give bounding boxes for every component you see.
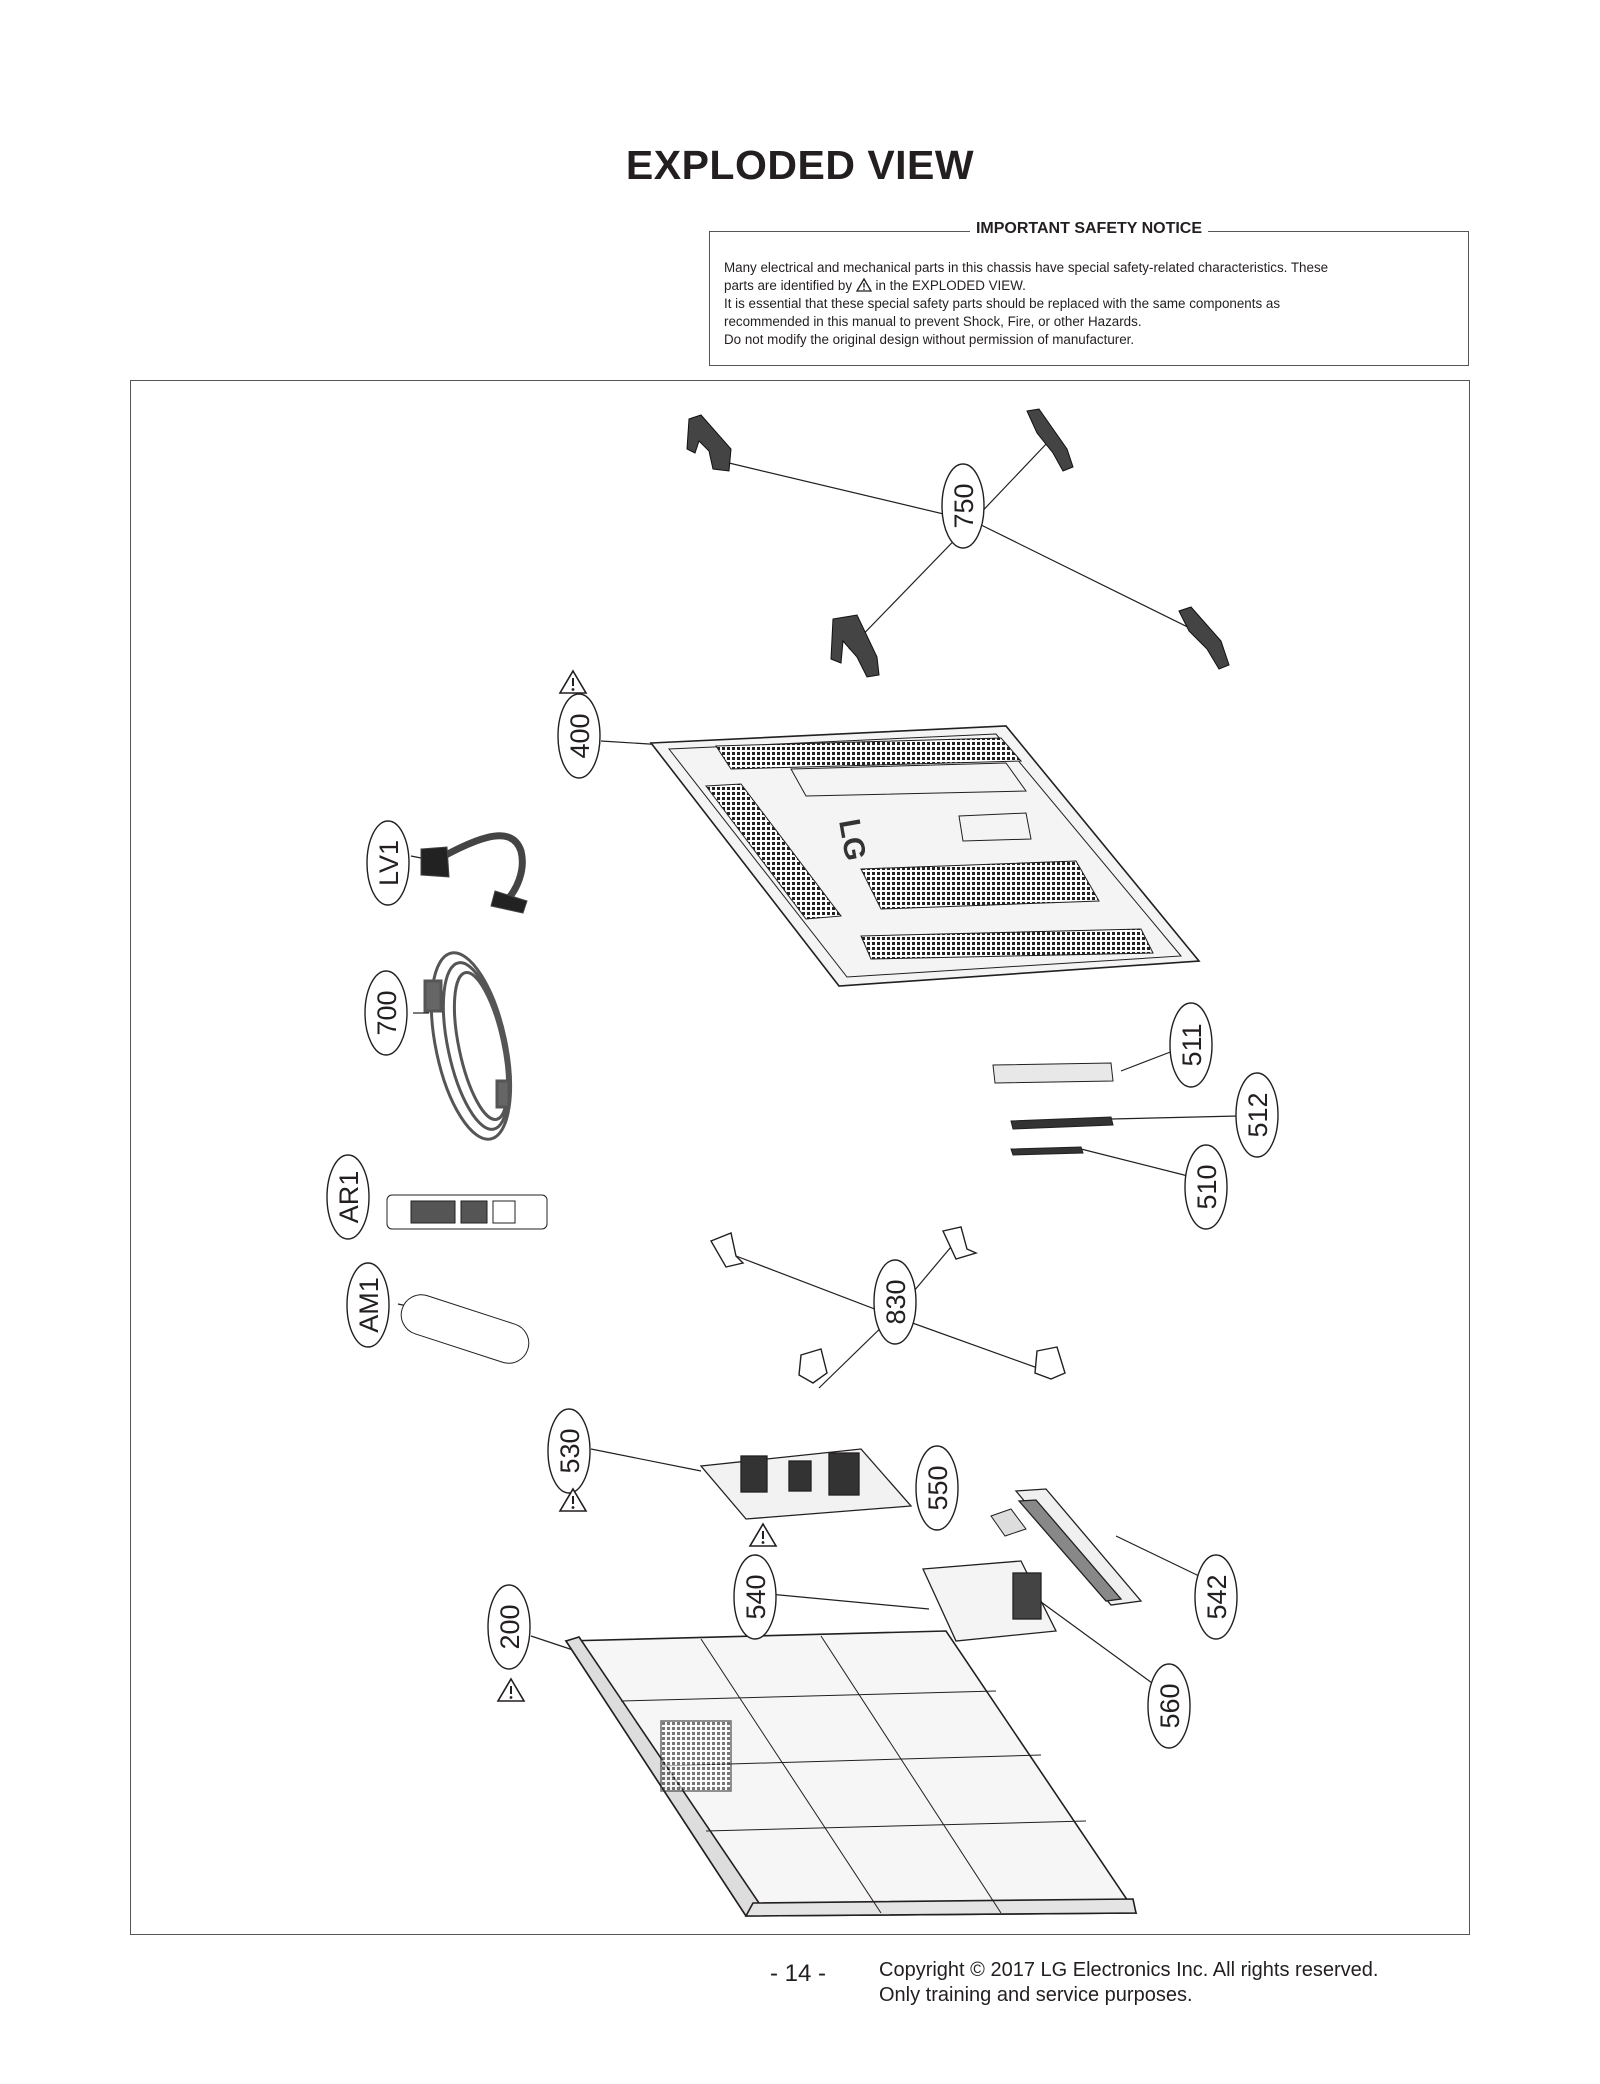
exploded-view-drawing: LG xyxy=(326,408,1279,1918)
callout-530: 530 xyxy=(555,1428,585,1473)
display-module-part xyxy=(564,1630,1138,1918)
callout-750: 750 xyxy=(949,483,979,528)
safety-notice-line: parts are identified by in the EXPLODED … xyxy=(724,277,1026,293)
warning-triangle-icon xyxy=(855,277,872,292)
safety-notice-line: Do not modify the original design withou… xyxy=(724,332,1135,347)
callout-700: 700 xyxy=(372,990,402,1035)
back-cover-part: LG xyxy=(649,725,1201,987)
callout-am1: AM1 xyxy=(354,1277,384,1333)
callout-200: 200 xyxy=(495,1604,525,1649)
magic-remote-part xyxy=(400,1294,530,1364)
warning-triangle-icon xyxy=(559,670,587,694)
stand-foot-part xyxy=(686,408,1230,678)
callout-550: 550 xyxy=(923,1465,953,1510)
lvds-cable-part xyxy=(420,832,528,914)
safety-notice-body: Many electrical and mechanical parts in … xyxy=(724,259,1454,349)
callout-510: 510 xyxy=(1192,1164,1222,1209)
callout-lv1: LV1 xyxy=(374,840,404,886)
copyright-notice: Copyright © 2017 LG Electronics Inc. All… xyxy=(879,1958,1378,2008)
safety-notice-line: It is essential that these special safet… xyxy=(724,296,1281,311)
warning-triangle-icon xyxy=(749,1523,777,1547)
side-bracket-part xyxy=(1014,1488,1143,1606)
callout-512: 512 xyxy=(1243,1092,1273,1137)
bracket-part xyxy=(709,1226,1066,1384)
copyright-line: Only training and service purposes. xyxy=(879,1984,1193,2006)
copyright-line: Copyright © 2017 LG Electronics Inc. All… xyxy=(879,1959,1379,1981)
callout-400: 400 xyxy=(565,713,595,758)
remote-control-part xyxy=(386,1194,548,1230)
safety-notice-box: IMPORTANT SAFETY NOTICE Many electrical … xyxy=(709,220,1469,366)
safety-notice-line: recommended in this manual to prevent Sh… xyxy=(724,314,1142,329)
svg-text:LG: LG xyxy=(832,816,872,863)
callout-542: 542 xyxy=(1202,1574,1232,1619)
callout-511: 511 xyxy=(1177,1023,1207,1066)
small-board-part xyxy=(992,1062,1114,1156)
callout-540: 540 xyxy=(741,1574,771,1619)
main-board-part xyxy=(922,1560,1058,1642)
page-title: EXPLODED VIEW xyxy=(625,142,975,188)
page-number: - 14 - xyxy=(770,1960,827,1987)
callout-ar1: AR1 xyxy=(334,1171,364,1224)
exploded-view-diagram: LG xyxy=(130,380,1470,1935)
callout-830: 830 xyxy=(881,1279,911,1324)
warning-triangle-icon xyxy=(497,1678,525,1702)
power-cord-part xyxy=(423,951,513,1141)
safety-notice-heading: IMPORTANT SAFETY NOTICE xyxy=(969,220,1209,237)
speaker-part xyxy=(990,1508,1027,1537)
power-board-part xyxy=(699,1448,913,1520)
callout-560: 560 xyxy=(1155,1683,1185,1728)
safety-notice-line: Many electrical and mechanical parts in … xyxy=(724,260,1329,275)
